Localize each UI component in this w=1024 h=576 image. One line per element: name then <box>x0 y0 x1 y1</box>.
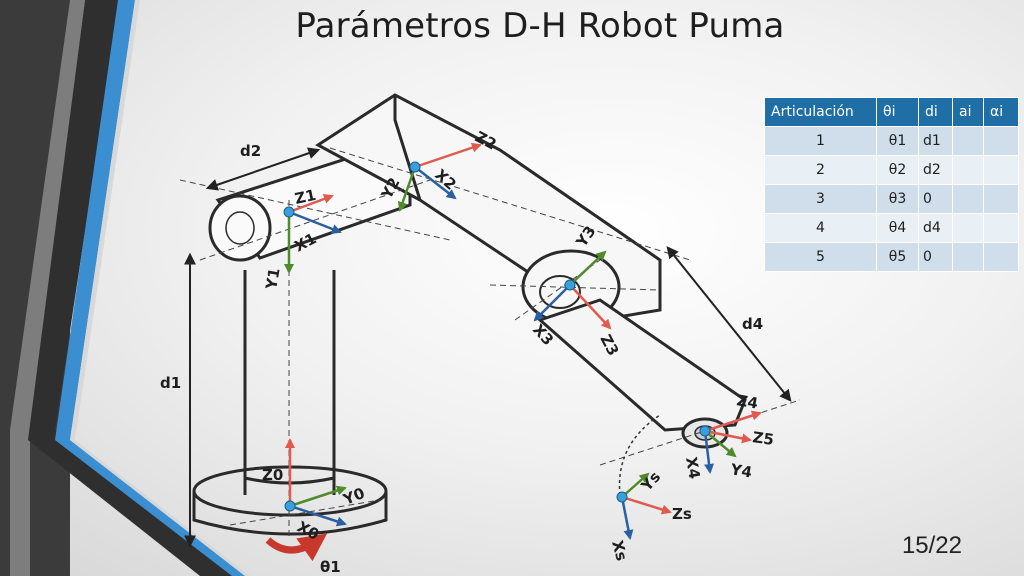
frame-tool <box>620 472 672 540</box>
cell <box>983 126 1019 156</box>
robot-forearm <box>537 298 747 449</box>
label-d4: d4 <box>742 315 763 333</box>
frame-3 <box>533 250 612 330</box>
frame-0 <box>285 438 347 527</box>
table-header-row: Articulación θi di ai αi <box>764 97 1019 127</box>
frame-1 <box>284 194 342 274</box>
left-decorative-stripes <box>0 0 250 576</box>
cell <box>983 184 1019 214</box>
cell: 3 <box>764 184 877 214</box>
table-row: 4 θ4 d4 <box>764 213 1019 243</box>
table-row: 1 θ1 d1 <box>764 126 1019 156</box>
cell: θ5 <box>876 242 919 272</box>
header-articulacion: Articulación <box>764 97 877 127</box>
label-z0: Z0 <box>262 466 283 484</box>
header-alpha: αi <box>983 97 1019 127</box>
label-y4: Y4 <box>728 460 753 482</box>
label-z4: Z4 <box>735 391 759 412</box>
cell <box>983 213 1019 243</box>
tool-path <box>618 414 661 496</box>
label-x4: X4 <box>682 456 704 481</box>
label-xs: Xs <box>608 538 631 563</box>
cell <box>983 155 1019 185</box>
label-z5: Z5 <box>751 428 775 449</box>
slide-title: Parámetros D-H Robot Puma <box>295 6 785 46</box>
table-row: 3 θ3 0 <box>764 184 1019 214</box>
dh-parameters-table: Articulación θi di ai αi 1 θ1 d1 2 θ2 d2… <box>764 97 1019 272</box>
table-row: 2 θ2 d2 <box>764 155 1019 185</box>
page-number: 15/22 <box>901 532 962 559</box>
cell: θ2 <box>876 155 919 185</box>
label-theta1: θ1 <box>320 558 341 576</box>
label-d1: d1 <box>160 374 181 392</box>
label-z1: Z1 <box>293 186 318 208</box>
cell: θ3 <box>876 184 919 214</box>
header-theta: θi <box>876 97 919 127</box>
frame-4-5 <box>703 410 762 474</box>
cell <box>952 242 984 272</box>
cell <box>952 213 984 243</box>
label-d2: d2 <box>240 142 261 160</box>
label-ys: Ys <box>637 468 664 496</box>
table-row: 5 θ5 0 <box>764 242 1019 272</box>
cell <box>983 242 1019 272</box>
cell: θ1 <box>876 126 919 156</box>
cell: 4 <box>764 213 877 243</box>
label-zs: Zs <box>672 505 692 523</box>
cell: 2 <box>764 155 877 185</box>
cell: d4 <box>918 213 953 243</box>
cell <box>952 126 984 156</box>
header-d: di <box>918 97 953 127</box>
frame-2 <box>397 142 482 212</box>
cell: d2 <box>918 155 953 185</box>
header-a: ai <box>952 97 984 127</box>
cell: 5 <box>764 242 877 272</box>
cell: d1 <box>918 126 953 156</box>
cell <box>952 184 984 214</box>
label-y1: Y1 <box>262 267 284 292</box>
cell: 1 <box>764 126 877 156</box>
cell: θ4 <box>876 213 919 243</box>
cell: 0 <box>918 184 953 214</box>
theta1-rotation-arrow <box>265 533 328 562</box>
cell <box>952 155 984 185</box>
dimension-lines <box>184 147 792 548</box>
cell: 0 <box>918 242 953 272</box>
frame-origins <box>283 161 711 512</box>
